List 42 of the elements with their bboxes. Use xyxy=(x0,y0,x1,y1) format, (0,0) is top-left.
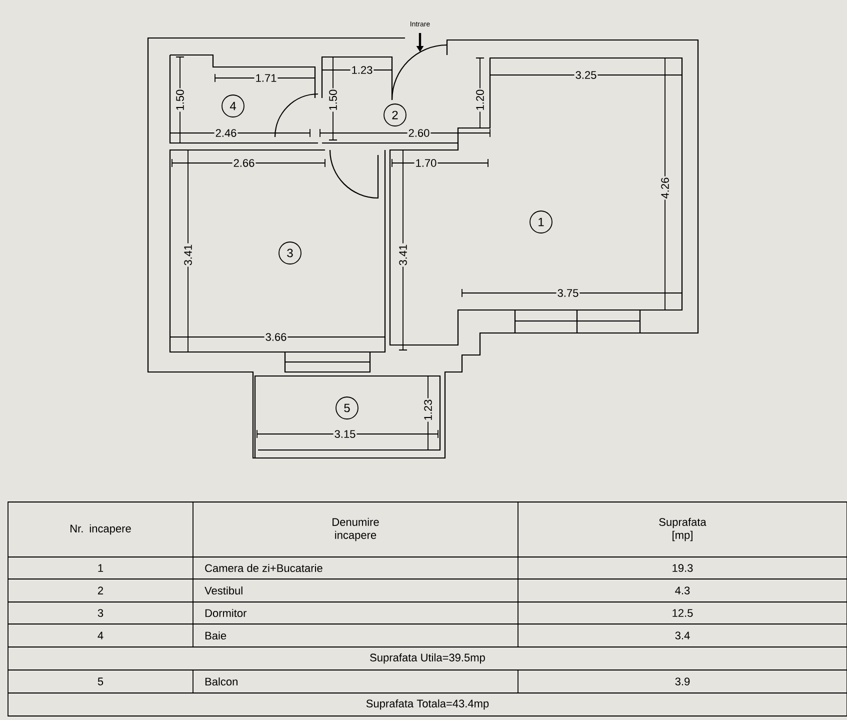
dimension-label: 3.41 xyxy=(183,243,193,267)
dimension-label: 1.20 xyxy=(475,88,485,112)
table-header: Denumire incapere xyxy=(332,518,379,542)
table-cell: 3 xyxy=(98,609,104,617)
dimension-label: 2.46 xyxy=(214,128,238,138)
dimension-label: 2.66 xyxy=(232,158,256,168)
table-cell: 12.5 xyxy=(672,609,693,617)
table-cell: Vestibul xyxy=(204,586,242,595)
table-cell: 1 xyxy=(98,564,104,572)
dimension-label: 1.23 xyxy=(423,398,433,422)
table-header: Suprafata [mp] xyxy=(659,518,706,542)
room-number: 3 xyxy=(278,242,302,264)
table-cell: 3.4 xyxy=(675,632,690,640)
dimension-label: 1.23 xyxy=(350,65,374,75)
room-number: 1 xyxy=(530,210,552,234)
table-cell: 2 xyxy=(98,586,104,594)
dimension-label: 3.66 xyxy=(264,332,288,342)
dimension-label: 3.41 xyxy=(398,243,408,267)
room-number: 5 xyxy=(336,396,358,420)
dimension-label: 1.70 xyxy=(414,158,438,168)
table-cell: Baie xyxy=(205,631,226,640)
dimension-label: 3.15 xyxy=(333,429,357,439)
table-cell: 5 xyxy=(98,678,104,686)
room-number: 2 xyxy=(384,104,406,126)
room-number: 4 xyxy=(222,94,244,118)
dimension-label: 1.50 xyxy=(175,88,185,112)
table-cell: Suprafata Utila=39.5mp xyxy=(370,653,485,664)
table-cell: Dormitor xyxy=(205,608,247,618)
dimension-label: 3.25 xyxy=(574,70,598,80)
table-cell: 3.9 xyxy=(675,678,690,686)
table-cell: Balcon xyxy=(205,677,238,686)
table-cell: Camera de zi+Bucatarie xyxy=(205,564,322,572)
dimension-label: 3.75 xyxy=(556,288,580,298)
dimension-label: 1.71 xyxy=(254,73,278,83)
table-cell: 4.3 xyxy=(675,586,690,594)
dimension-label: 1.50 xyxy=(328,88,338,112)
dimension-label: 2.60 xyxy=(407,128,431,138)
table-cell: 4 xyxy=(98,632,104,640)
dimension-label: 4.26 xyxy=(660,176,670,200)
table-cell: 19.3 xyxy=(672,564,693,572)
table-cell: Suprafata Totala=43.4mp xyxy=(366,699,489,710)
table-header: Nr. incapere xyxy=(70,524,131,535)
